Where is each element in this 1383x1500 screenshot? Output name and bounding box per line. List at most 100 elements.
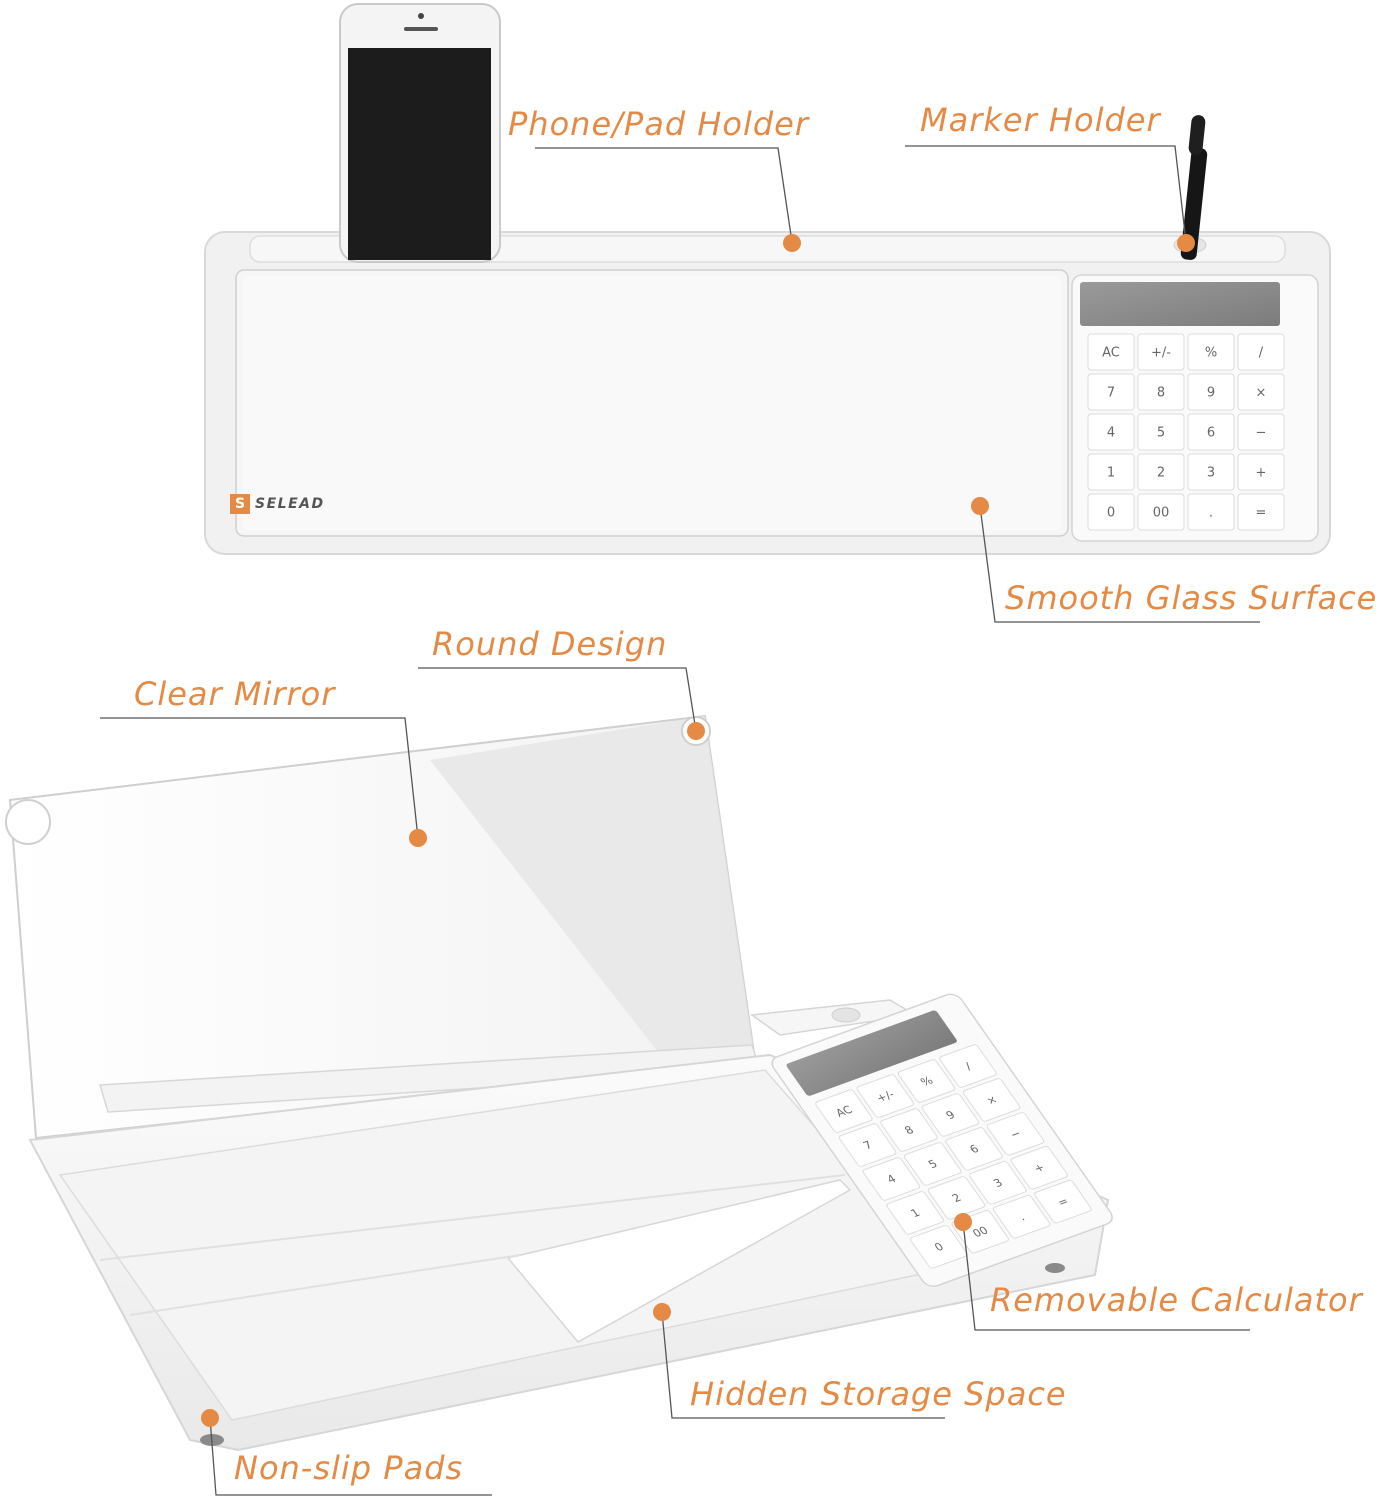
non-slip-pad-right [1045, 1263, 1065, 1273]
calculator-key [1137, 333, 1185, 371]
calculator-key [1137, 413, 1185, 451]
leader-non-slip-pads [209, 1417, 492, 1496]
calculator-key-label: − [1256, 426, 1267, 441]
callout-dots [201, 234, 1195, 1427]
callout-round-design: Round Design [432, 625, 668, 663]
calculator-key-label: 8 [1157, 386, 1165, 401]
mirror-round-corner-left [5, 799, 51, 845]
dot-phone-holder [783, 234, 801, 252]
calculator-key [1187, 333, 1235, 371]
calculator-key-label: +/- [874, 1088, 897, 1105]
calculator-key [1087, 493, 1135, 531]
calculator-key [1187, 453, 1235, 491]
calculator-key [1237, 413, 1285, 451]
calculator-key [969, 1161, 1027, 1205]
calculator-key [1187, 493, 1235, 531]
mirror-reflection [430, 716, 755, 1070]
calculator-key-label: 3 [1207, 466, 1215, 481]
calculator-key-label: 9 [1207, 386, 1215, 401]
brand-logo-mark: S [230, 494, 250, 514]
back-rail [249, 235, 1286, 263]
leader-clear-mirror [100, 717, 419, 839]
calculator-key [1010, 1146, 1068, 1190]
calculator-key-label: 5 [1157, 426, 1165, 441]
calculator-key [910, 1225, 968, 1269]
dot-round-design [687, 722, 705, 740]
calculator-key [986, 1112, 1045, 1156]
dot-removable-calculator [954, 1213, 972, 1231]
calculator-key [880, 1108, 938, 1152]
calculator-key [1237, 373, 1285, 411]
callout-hidden-storage: Hidden Storage Space [690, 1375, 1067, 1413]
calculator-key [856, 1074, 915, 1118]
calculator-key-label: 1 [1107, 466, 1115, 481]
calculator-key-label: AC [833, 1103, 855, 1119]
leader-phone-holder [535, 147, 793, 243]
leader-round-design [418, 667, 697, 732]
leader-marker-holder [905, 145, 1187, 243]
calculator-key-label: 4 [1107, 426, 1115, 441]
calculator-key [1187, 373, 1235, 411]
calculator-key [838, 1123, 897, 1167]
calculator-key [1237, 493, 1285, 531]
smartphone-icon [339, 3, 501, 263]
callout-phone-holder: Phone/Pad Holder [508, 105, 809, 143]
pen-cup-hole [831, 1007, 861, 1023]
calculator-key [1137, 493, 1185, 531]
calculator-key [897, 1059, 956, 1103]
calculator-key-label: 00 [970, 1224, 991, 1240]
leader-removable-calculator [962, 1221, 1250, 1331]
calculator-key [1237, 453, 1285, 491]
calculator-key [886, 1191, 944, 1235]
dot-hidden-storage [653, 1303, 671, 1321]
calculator-key [1034, 1179, 1092, 1224]
calculator-key-label: 6 [1207, 426, 1215, 441]
bottom-organizer: AC+/-%/789×456−123+000.= [5, 714, 1113, 1452]
calculator-key-label: 2 [1157, 466, 1165, 481]
calculator-key [1087, 333, 1135, 371]
calculator-key [921, 1093, 980, 1137]
calculator-key [1137, 373, 1185, 411]
storage-divider [506, 1179, 852, 1343]
calculator-key [1187, 413, 1235, 451]
calculator-key [927, 1176, 986, 1220]
calculator-key [962, 1078, 1021, 1122]
dot-glass-surface [971, 497, 989, 515]
calculator-key-label: AC [1102, 346, 1120, 361]
callout-marker-holder: Marker Holder [920, 101, 1161, 139]
calculator-key [939, 1044, 997, 1088]
calculator-key [1237, 333, 1285, 371]
leader-glass-surface [979, 505, 1260, 623]
brand-logo-text: SELEAD [255, 496, 325, 512]
callout-clear-mirror: Clear Mirror [134, 675, 336, 713]
calculator-key [903, 1142, 962, 1186]
calculator-key-label: . [1209, 506, 1213, 521]
calculator-key [945, 1127, 1003, 1171]
callout-glass-surface: Smooth Glass Surface [1005, 579, 1378, 617]
calculator-key-label: / [1259, 346, 1264, 361]
callout-non-slip-pads: Non-slip Pads [234, 1449, 464, 1487]
calculator-key [1087, 453, 1135, 491]
calculator-key [1087, 373, 1135, 411]
calculator-key [862, 1157, 921, 1201]
calculator-key-label: . [1016, 1211, 1027, 1223]
marker-icon [1180, 115, 1208, 260]
calculator-key-label: % [1205, 346, 1217, 361]
calculator-key [1137, 453, 1185, 491]
calculator-key-label: × [1256, 386, 1267, 401]
leader-hidden-storage [661, 1311, 945, 1419]
calculator-key-label: = [1256, 506, 1267, 521]
calculator-key-label: + [1256, 466, 1267, 481]
calculator-key-label: 0 [1107, 506, 1115, 521]
dot-marker-holder [1177, 234, 1195, 252]
leader-lines [100, 145, 1260, 1496]
calculator-key-label: 7 [1107, 386, 1115, 401]
callout-removable-calculator: Removable Calculator [990, 1281, 1363, 1319]
dot-clear-mirror [409, 829, 427, 847]
calculator-key [992, 1194, 1051, 1239]
bottom-calculator-keys: AC+/-%/789×456−123+000.= [815, 1044, 1092, 1269]
